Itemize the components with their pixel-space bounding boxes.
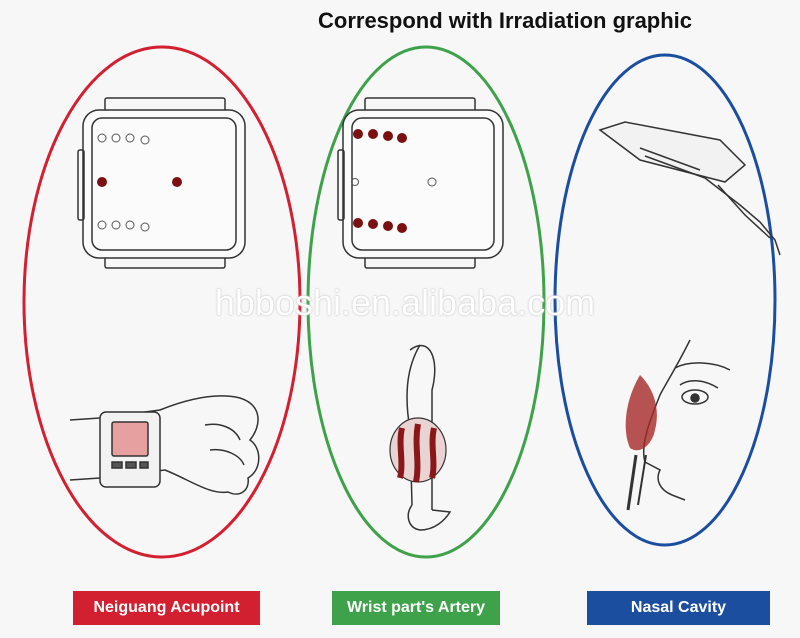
acupoint-dots-left [97, 133, 182, 232]
active-dot [97, 177, 107, 187]
neiguang-outline [22, 45, 302, 559]
wrist-with-device [69, 395, 260, 495]
nasal-glow [625, 375, 657, 511]
label-nasal-cavity: Nasal Cavity [587, 591, 770, 625]
device-front-middle [337, 97, 504, 269]
figure-title: Correspond with Irradiation graphic [318, 8, 693, 33]
panel-neiguang [22, 45, 302, 559]
artery-outline [306, 45, 546, 559]
panel-artery [306, 45, 546, 559]
label-neiguang-acupoint: Neiguang Acupoint [73, 591, 260, 625]
nasal-probe [598, 121, 781, 256]
active-dot [172, 177, 182, 187]
nasal-outline [553, 53, 777, 547]
label-wrist-artery: Wrist part's Artery [332, 591, 500, 625]
artery-dots [351, 129, 437, 233]
artery-highlight [389, 417, 447, 483]
device-front-left [77, 97, 246, 269]
watermark: hbboshi.en.alibaba.com [214, 282, 596, 323]
panel-nasal [553, 53, 781, 547]
